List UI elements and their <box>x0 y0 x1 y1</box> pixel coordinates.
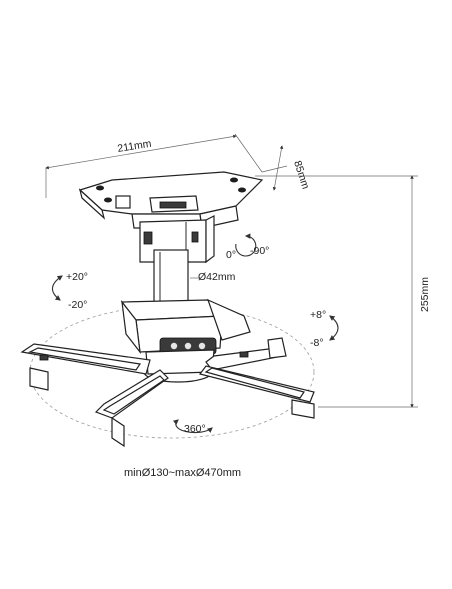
tilt-minus20-label: -20° <box>68 299 87 311</box>
height-dimension: 255mm <box>255 175 431 408</box>
rot-minus90-label: -90° <box>250 245 269 257</box>
range-min-max-label: minØ130~maxØ470mm <box>124 467 241 479</box>
swivel-indicator: +8° -8° <box>310 309 339 349</box>
height-255-label: 255mm <box>419 277 431 312</box>
swivel-minus8-label: -8° <box>310 337 324 349</box>
width-211-label: 211mm <box>117 138 153 155</box>
swivel-plus8-label: +8° <box>310 309 326 321</box>
rotate-360-label: 360° <box>184 423 206 435</box>
rotation-indicator: 0° -90° <box>226 233 269 261</box>
tilt-indicator: +20° -20° <box>51 271 88 311</box>
tube-diameter-callout: Ø42mm <box>190 271 236 283</box>
extension-tube <box>153 249 189 307</box>
depth-85-label: 85mm <box>291 159 312 191</box>
mounting-arms <box>20 337 315 448</box>
tube-42-label: Ø42mm <box>198 271 236 283</box>
rot-0-label: 0° <box>226 249 236 261</box>
rotate-360-indicator: 360° <box>172 419 213 435</box>
swivel-head <box>120 298 251 383</box>
ceiling-plate <box>78 171 264 229</box>
width-dimension: 211mm <box>45 133 263 198</box>
tilt-plus20-label: +20° <box>66 271 88 283</box>
